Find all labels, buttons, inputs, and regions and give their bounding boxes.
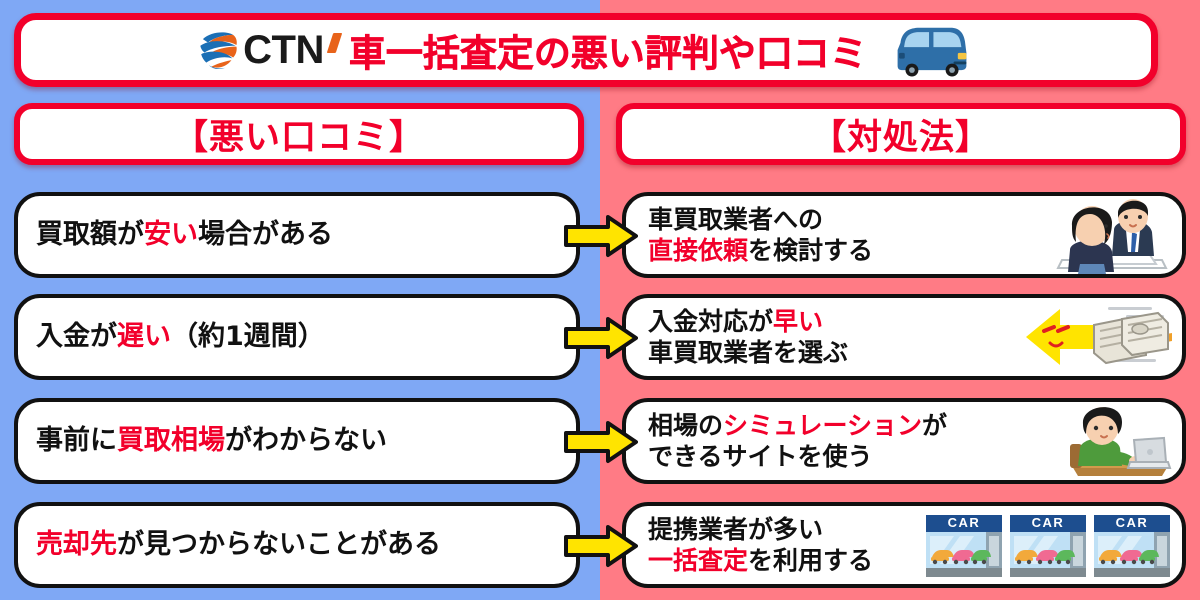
solution-text: 入金対応が早い 車買取業者を選ぶ — [648, 306, 848, 369]
shop-sign-label-3: CAR — [1116, 515, 1149, 530]
brand-logo: CTN — [197, 28, 343, 72]
solution-line-2-post: を利用する — [748, 546, 874, 575]
solution-line-1-pre: 提携業者が多い — [648, 514, 824, 544]
problem-text: 買取額が安い場合がある — [36, 218, 333, 252]
right-arrow-connector — [564, 214, 638, 258]
table-row: 売却先が見つからないことがある 提携業者が多い 一括査定を利用する — [0, 496, 1200, 596]
problem-text: 事前に買取相場がわからない — [36, 424, 387, 458]
solution-line-2: できるサイトを使う — [648, 441, 947, 472]
fast-cash-arrow-icon — [1026, 307, 1172, 365]
solution-line-1-pre: 入金対応が — [648, 306, 774, 336]
solution-line-2: 一括査定を利用する — [648, 545, 873, 576]
problem-text: 売却先が見つからないことがある — [36, 528, 441, 562]
person-at-laptop-icon — [1070, 407, 1172, 476]
problem-text-pre: 事前に — [36, 425, 117, 457]
solution-line-1: 入金対応が早い — [648, 306, 848, 337]
solution-text: 提携業者が多い 一括査定を利用する — [648, 514, 873, 577]
problem-text-post: 場合がある — [198, 219, 333, 251]
problem-text-post: （約1週間） — [171, 321, 325, 353]
solution-card: 提携業者が多い 一括査定を利用する — [622, 502, 1186, 588]
solution-line-1-pre: 相場の — [648, 410, 724, 440]
table-row: 買取額が安い場合がある 車買取業者への 直接依頼を検討する — [0, 186, 1200, 286]
problem-text-highlight: 遅い — [117, 321, 171, 353]
problem-text-highlight: 安い — [144, 219, 198, 251]
blue-car-icon — [897, 27, 967, 77]
problem-text-pre: 買取額が — [36, 219, 144, 251]
car-dealership-shops-icon: CAR CAR CAR — [926, 515, 1170, 577]
problem-card: 事前に買取相場がわからない — [14, 398, 580, 484]
problem-text-post: が見つからないことがある — [117, 529, 441, 561]
solution-line-2: 車買取業者を選ぶ — [648, 337, 848, 368]
page-title: 車一括査定の悪い評判や口コミ — [348, 32, 868, 76]
table-row: 入金が遅い（約1週間） 入金対応が早い 車買取業者を選ぶ — [0, 288, 1200, 388]
solution-line-2-highlight: 直接依頼 — [648, 236, 749, 265]
solution-line-1: 提携業者が多い — [648, 514, 873, 545]
solution-line-2-pre: 車買取業者を選ぶ — [648, 338, 849, 367]
solution-line-1-highlight: シミュレーション — [723, 410, 923, 440]
solution-text: 車買取業者への 直接依頼を検討する — [648, 204, 873, 267]
title-bar: CTN 車一括査定の悪い評判や口コミ — [14, 13, 1158, 87]
shop-sign-label-2: CAR — [1032, 515, 1065, 530]
problem-text-highlight: 買取相場 — [117, 425, 225, 457]
problem-text-highlight: 売却先 — [36, 529, 117, 561]
column-header-countermeasures: 【対処法】 — [616, 103, 1186, 165]
logo-accent-tick — [326, 33, 343, 53]
solution-line-2: 直接依頼を検討する — [648, 235, 873, 266]
solution-text: 相場のシミュレーションが できるサイトを使う — [648, 410, 947, 473]
right-arrow-connector — [564, 420, 638, 464]
shop-sign-label-1: CAR — [948, 515, 981, 530]
brand-logo-text: CTN — [243, 28, 324, 72]
right-arrow-connector — [564, 316, 638, 360]
column-header-bad-reviews-label: 【悪い口コミ】 — [172, 117, 425, 158]
solution-card: 入金対応が早い 車買取業者を選ぶ — [622, 294, 1186, 380]
column-header-bad-reviews: 【悪い口コミ】 — [14, 103, 584, 165]
solution-line-1-post: が — [922, 410, 948, 440]
solution-line-1-pre: 車買取業者への — [648, 204, 824, 234]
problem-text: 入金が遅い（約1週間） — [36, 320, 325, 354]
consultation-two-people-icon — [1056, 199, 1168, 274]
table-row: 事前に買取相場がわからない 相場のシミュレーションが できるサイトを使う — [0, 392, 1200, 492]
right-arrow-connector — [564, 524, 638, 568]
problem-card: 買取額が安い場合がある — [14, 192, 580, 278]
solution-line-1-highlight: 早い — [773, 306, 824, 336]
solution-line-1: 相場のシミュレーションが — [648, 410, 947, 441]
problem-card: 入金が遅い（約1週間） — [14, 294, 580, 380]
problem-card: 売却先が見つからないことがある — [14, 502, 580, 588]
problem-text-pre: 入金が — [36, 321, 117, 353]
solution-card: 車買取業者への 直接依頼を検討する — [622, 192, 1186, 278]
solution-line-2-pre: できるサイトを使う — [648, 442, 873, 471]
column-header-countermeasures-label: 【対処法】 — [810, 117, 991, 158]
solution-line-1: 車買取業者への — [648, 204, 873, 235]
solution-line-2-post: を検討する — [748, 236, 874, 265]
solution-line-2-highlight: 一括査定 — [648, 546, 749, 575]
ctn-globe-logo-icon — [200, 32, 237, 70]
solution-card: 相場のシミュレーションが できるサイトを使う — [622, 398, 1186, 484]
problem-text-post: がわからない — [225, 425, 387, 457]
